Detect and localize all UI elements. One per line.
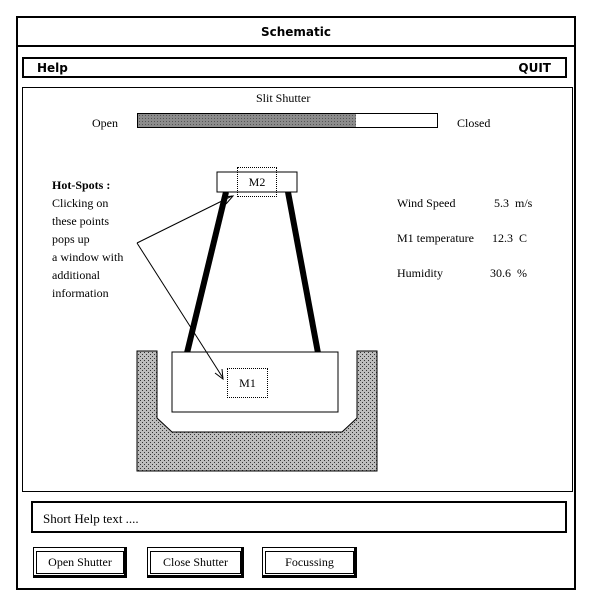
- open-shutter-label: Open Shutter: [36, 551, 124, 574]
- support-strut-right: [285, 191, 321, 354]
- schematic-panel: [22, 87, 573, 492]
- hotspots-line: pops up: [52, 232, 90, 246]
- m1-temperature-label: M1 temperature: [397, 231, 474, 245]
- humidity-number: 30.6: [490, 266, 511, 280]
- hotspots-line: information: [52, 286, 109, 300]
- hotspots-note: Hot-Spots : Clicking on these points pop…: [52, 176, 123, 302]
- help-menu[interactable]: Help: [37, 61, 68, 75]
- shutter-position-bar[interactable]: [137, 113, 438, 128]
- telescope-base: [136, 350, 378, 472]
- wind-speed-number: 5.3: [494, 196, 509, 210]
- arrowhead-m1: [214, 368, 224, 381]
- humidity-value: 30.6 %: [490, 266, 527, 281]
- humidity-label: Humidity: [397, 266, 444, 280]
- close-shutter-button[interactable]: Close Shutter: [147, 547, 244, 578]
- hotspots-line: Clicking on: [52, 196, 109, 210]
- m1-temperature-value: 12.3 C: [492, 231, 527, 246]
- schematic-window: [16, 16, 576, 590]
- hotspots-line: these points: [52, 214, 109, 228]
- m1-temperature-unit: C: [519, 231, 528, 245]
- shutter-open-label: Open: [92, 116, 118, 130]
- open-shutter-button[interactable]: Open Shutter: [33, 547, 127, 578]
- quit-menu[interactable]: QUIT: [518, 61, 551, 75]
- wind-speed-label: Wind Speed: [397, 196, 456, 210]
- hotspots-heading: Hot-Spots :: [52, 178, 111, 192]
- short-help-box: Short Help text ....: [31, 501, 567, 533]
- close-shutter-label: Close Shutter: [150, 551, 241, 574]
- pointer-line-m2: [136, 195, 233, 244]
- hotspots-line: a window with: [52, 250, 124, 264]
- focussing-button[interactable]: Focussing: [262, 547, 357, 578]
- wind-speed-value: 5.3 m/s: [494, 196, 532, 211]
- focussing-label: Focussing: [265, 551, 354, 574]
- wind-speed-unit: m/s: [515, 196, 533, 210]
- primary-mirror-housing: [171, 351, 339, 413]
- shutter-closed-label: Closed: [457, 116, 491, 130]
- hotspot-m2[interactable]: M2: [237, 167, 277, 197]
- shutter-position-fill: [138, 114, 357, 127]
- m1-temperature-number: 12.3: [492, 231, 513, 245]
- menu-bar: Help QUIT: [22, 57, 567, 78]
- hotspots-line: additional: [52, 268, 100, 282]
- hotspot-m1[interactable]: M1: [227, 368, 268, 398]
- window-title: Schematic: [18, 18, 574, 47]
- pointer-line-m1: [136, 242, 224, 379]
- arrowhead-m2: [222, 195, 235, 205]
- shutter-title: Slit Shutter: [256, 91, 311, 105]
- humidity-unit: %: [517, 266, 527, 280]
- support-strut-left: [184, 191, 229, 354]
